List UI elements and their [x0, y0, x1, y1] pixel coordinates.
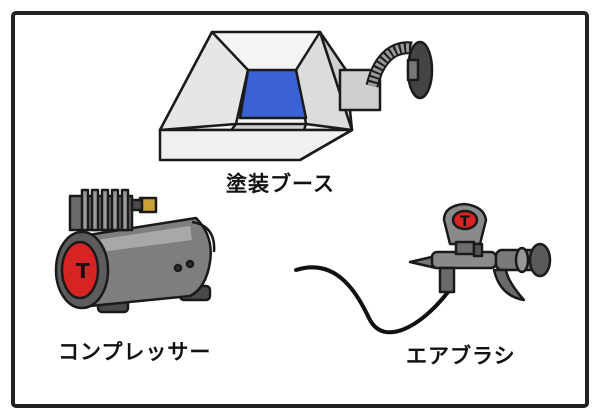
svg-text:T: T [460, 214, 470, 230]
paint-booth-label: 塗装ブース [226, 172, 335, 196]
airbrush-label: エアブラシ [406, 344, 516, 368]
air-compressor-icon: T [54, 188, 216, 314]
airbrush-icon: T [408, 202, 552, 302]
compressor-label: コンプレッサー [58, 340, 212, 364]
paint-booth-icon [158, 30, 434, 162]
picture-frame [11, 11, 589, 408]
air-hose [294, 265, 450, 335]
svg-text:T: T [76, 259, 90, 283]
